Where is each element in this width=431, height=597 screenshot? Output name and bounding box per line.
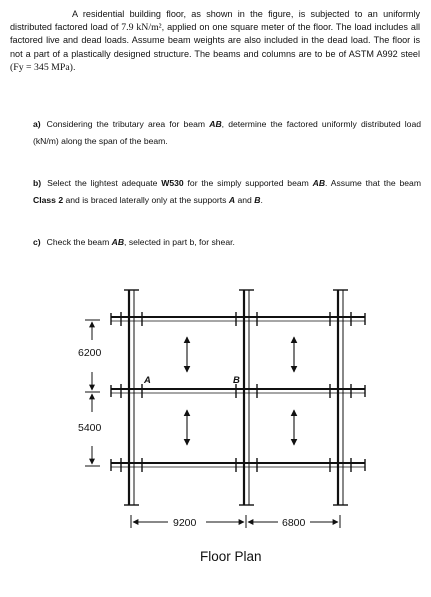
beam-ab-ref: AB	[111, 237, 125, 247]
question-b-text-3: . Assume that the beam	[325, 178, 421, 188]
point-b-label: B	[233, 375, 240, 386]
question-b-text-4: and is braced laterally only at the supp…	[63, 195, 229, 205]
load-value: 7.9 kN/m²	[121, 22, 162, 34]
support-a-ref: A	[228, 195, 236, 205]
column-line-right	[336, 290, 344, 505]
question-b-text: Select the lightest adequate	[47, 178, 162, 188]
beams	[111, 316, 365, 468]
question-a-text: Considering the tributary area for beam	[46, 119, 210, 129]
dim-6200: 6200	[78, 347, 102, 359]
question-a-text-2: , determine the factored uniformly distr…	[33, 119, 422, 146]
question-a-label: a)	[33, 119, 41, 129]
question-b-text-5: and	[235, 195, 255, 205]
question-c-text: Check the beam	[46, 237, 112, 247]
intro-text-2: , applied on one square meter of the flo…	[10, 22, 420, 59]
beam-row-bottom	[111, 462, 365, 468]
dim-5400: 5400	[78, 422, 102, 434]
columns	[127, 290, 344, 505]
figure-caption: Floor Plan	[200, 549, 262, 564]
column-flange-ticks	[110, 289, 366, 506]
question-c-label: c)	[33, 237, 41, 247]
class-ref: Class 2	[33, 195, 64, 205]
yield-strength: (Fy = 345 MPa)	[10, 61, 73, 73]
problem-statement: A residential building floor, as shown i…	[10, 8, 420, 74]
question-b: b) Select the lightest adequate W530 for …	[33, 175, 421, 209]
horizontal-dimensions	[130, 515, 341, 528]
beam-row-middle	[111, 388, 365, 394]
question-c: c) Check the beam AB, selected in part b,…	[33, 234, 421, 251]
column-line-left	[127, 290, 135, 505]
support-b-ref: B	[254, 195, 261, 205]
beam-ab-ref: AB	[209, 119, 222, 129]
point-a-label: A	[143, 375, 151, 386]
dim-6800: 6800	[282, 517, 306, 529]
beam-row-top	[111, 316, 365, 322]
question-c-text-2: , selected in part b, for shear.	[124, 237, 235, 247]
vertical-dimensions	[85, 319, 100, 467]
column-line-middle	[242, 290, 250, 505]
question-b-text-6: .	[260, 195, 263, 205]
intro-text-1: A residential building floor, as shown i…	[10, 9, 420, 33]
section-ref: W530	[161, 178, 184, 188]
dim-9200: 9200	[173, 517, 197, 529]
span-arrows	[183, 336, 298, 446]
intro-text-3: .	[72, 61, 76, 72]
question-b-text-2: for the simply supported beam	[183, 178, 313, 188]
beam-ab-ref: AB	[312, 178, 326, 188]
question-b-label: b)	[33, 178, 42, 188]
question-a: a) Considering the tributary area for bea…	[33, 116, 421, 150]
